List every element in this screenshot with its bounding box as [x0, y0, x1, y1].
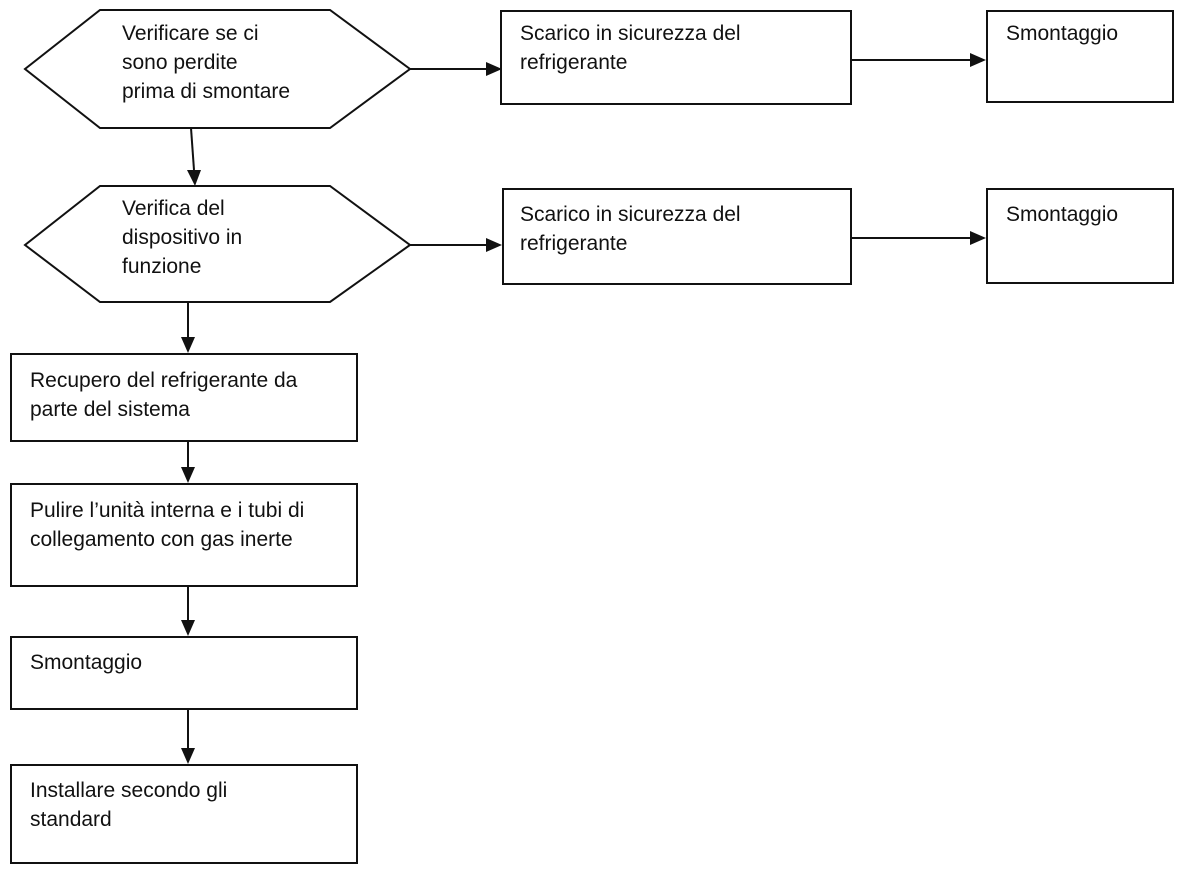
- device-check-decision-text: Verifica del dispositivo in funzione: [122, 197, 243, 278]
- clean-step-box: [10, 483, 358, 587]
- arrow-leak-to-device-line: [190, 127, 195, 171]
- recovery-step-text: Recupero del refrigerante da parte del s…: [30, 369, 298, 421]
- row2-discharge-text: Scarico in sicurezza del refrigerante: [520, 203, 741, 255]
- row1-discharge-text: Scarico in sicurezza del refrigerante: [520, 22, 741, 74]
- arrow-disassembly-to-install-head: [181, 748, 195, 764]
- leak-check-hexagon: [23, 9, 412, 129]
- leak-check-decision-text: Verificare se ci sono perdite prima di s…: [122, 22, 291, 103]
- row2-disassembly-text: Smontaggio: [1006, 203, 1119, 226]
- arrow-discharge2-to-disassembly2-head: [970, 231, 986, 245]
- arrow-recovery-to-clean-head: [181, 467, 195, 483]
- arrow-device-to-discharge-head: [486, 238, 502, 252]
- clean-step-text: Pulire l’unità interna e i tubi di colle…: [30, 499, 305, 551]
- install-step-text: Installare secondo gli standard: [30, 779, 228, 831]
- row2-disassembly-box: [986, 188, 1174, 284]
- row2-discharge-box: [502, 188, 852, 285]
- row1-disassembly-box: [986, 10, 1174, 103]
- device-check-hexagon: [23, 185, 412, 303]
- disassembly-step-text: Smontaggio: [30, 651, 143, 674]
- arrow-clean-to-disassembly-head: [181, 620, 195, 636]
- arrow-leak-to-discharge-head: [486, 62, 502, 76]
- arrow-device-to-recovery-head: [181, 337, 195, 353]
- row1-discharge-box: [500, 10, 852, 105]
- install-step-box: [10, 764, 358, 864]
- recovery-step-box: [10, 353, 358, 442]
- row1-disassembly-text: Smontaggio: [1006, 22, 1119, 45]
- disassembly-step-box: [10, 636, 358, 710]
- arrow-leak-to-device-head: [187, 170, 201, 186]
- arrow-discharge-to-disassembly-head: [970, 53, 986, 67]
